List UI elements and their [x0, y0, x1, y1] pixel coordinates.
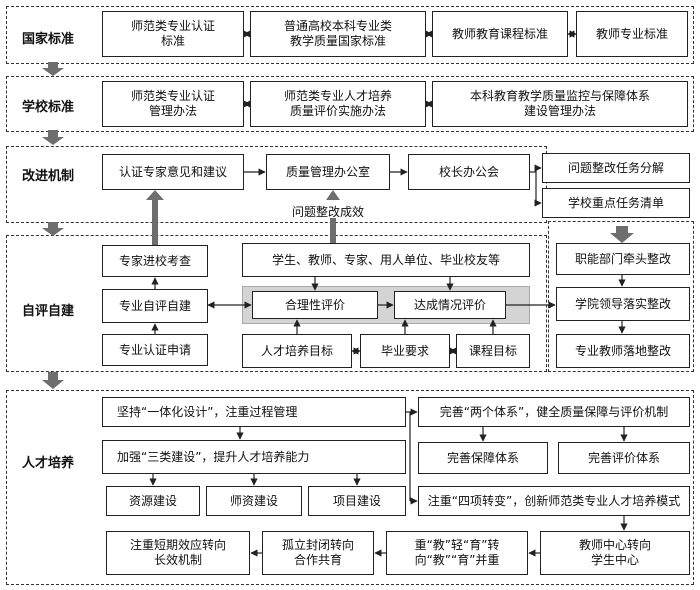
improve-box-task-breakdown: 问题整改任务分解	[542, 153, 690, 183]
section-school-frame	[6, 76, 694, 132]
improve-box-expert-opinion: 认证专家意见和建议	[102, 154, 244, 190]
national-box-quality-standard: 普通高校本科专业类 教学质量国家标准	[250, 11, 426, 57]
self-box-stakeholders: 学生、教师、专家、用人单位、毕业校友等	[242, 243, 530, 277]
improve-box-key-task-list: 学校重点任务清单	[542, 188, 690, 218]
improve-box-president-meeting: 校长办公会	[408, 154, 530, 190]
national-box-teacher-standard: 教师专业标准	[576, 11, 688, 57]
section-improve-frame	[6, 146, 547, 223]
talent-box-change-cooperation: 孤立封闭转向 合作共育	[262, 531, 374, 575]
section-label-talent: 人才培养	[22, 456, 75, 471]
section-label-self-eval: 自评自建	[22, 304, 75, 319]
school-box-evaluation-rules: 师范类专业人才培养 质量评价实施办法	[250, 81, 426, 127]
talent-box-guarantee-system: 完善保障体系	[418, 442, 548, 474]
national-box-curriculum-standard: 教师教育课程标准	[432, 11, 568, 57]
rectify-box-department: 职能部门牵头整改	[556, 243, 690, 275]
rectify-box-college: 学院领导落实整改	[556, 287, 690, 321]
self-box-self-evaluation: 专业自评自建	[102, 289, 208, 323]
section-national-frame	[6, 6, 694, 64]
national-box-certification-standard: 师范类专业认证 标准	[102, 11, 244, 57]
rectify-box-teacher: 专业教师落地整改	[556, 334, 690, 368]
talent-box-teacher-build: 师资建设	[206, 486, 302, 516]
section-label-improve: 改进机制	[22, 169, 75, 184]
self-box-certification-apply: 专业认证申请	[102, 334, 208, 366]
self-box-graduation-req: 毕业要求	[360, 334, 450, 368]
improve-box-quality-office: 质量管理办公室	[266, 154, 390, 190]
talent-box-change-long-term: 注重短期效应转向 长效机制	[106, 531, 250, 575]
improve-note-rectify-result: 问题整改成效	[292, 205, 365, 219]
school-box-certification-rules: 师范类专业认证 管理办法	[102, 81, 244, 127]
section-talent-frame	[6, 390, 694, 585]
section-self-eval-frame	[6, 235, 547, 372]
talent-box-three-builds: 加强“三类建设”，提升人才培养能力	[102, 440, 406, 474]
talent-box-integrated-design: 坚持“一体化设计”，注重过程管理	[102, 397, 406, 427]
talent-box-four-changes: 注重“四项转变”，创新师范类专业人才培养模式	[418, 486, 690, 516]
self-box-expert-visit: 专家进校考查	[102, 245, 208, 277]
self-box-achievement-eval: 达成情况评价	[394, 291, 506, 319]
talent-box-resource-build: 资源建设	[106, 486, 200, 516]
section-label-national: 国家标准	[22, 32, 75, 47]
section-label-school: 学校标准	[22, 100, 75, 115]
section-rectify-frame	[548, 221, 694, 372]
talent-box-change-education: 重“教”轻“育”转 向“教”“育”并重	[386, 531, 528, 575]
talent-box-two-systems: 完善“两个体系”，健全质量保障与评价机制	[418, 397, 690, 427]
talent-box-change-student-center: 教师中心转向 学生中心	[540, 531, 690, 575]
talent-box-project-build: 项目建设	[308, 486, 406, 516]
self-box-course-goal: 课程目标	[456, 334, 530, 368]
self-box-rationality-eval: 合理性评价	[252, 291, 378, 319]
talent-box-evaluation-system: 完善评价体系	[558, 442, 690, 474]
school-box-monitoring-rules: 本科教育教学质量监控与保障体系 建设管理办法	[432, 81, 688, 127]
